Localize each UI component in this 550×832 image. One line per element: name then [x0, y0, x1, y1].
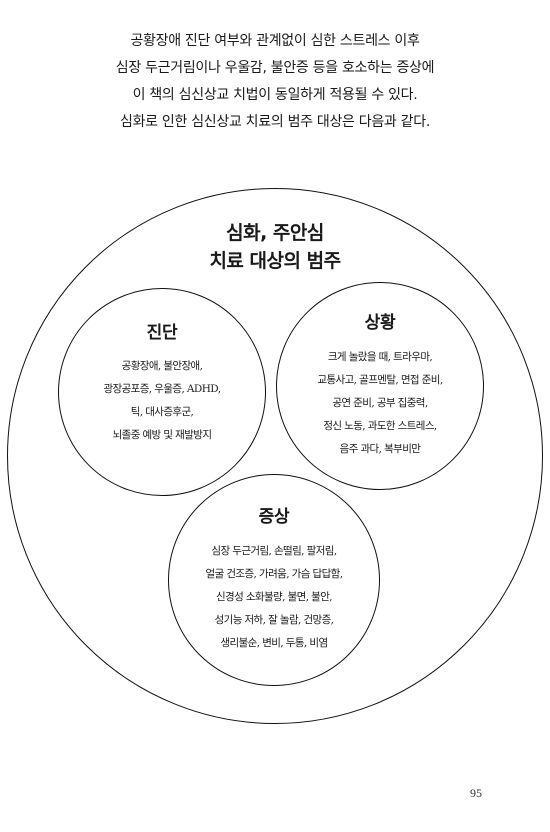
- situation-circle: [276, 282, 484, 490]
- diagnosis-item: 뇌졸중 예방 및 재발방지: [112, 429, 212, 441]
- situation-item: 공연 준비, 공부 집중력,: [332, 397, 428, 409]
- diagnosis-title: 진단: [146, 323, 178, 343]
- diagnosis-circle: [58, 288, 266, 496]
- symptom-title: 증상: [258, 507, 290, 527]
- symptom-item: 얼굴 건조증, 가려움, 가슴 답답함,: [205, 568, 344, 580]
- intro-line: 심장 두근거림이나 우울감, 불안증 등을 호소하는 증상에: [115, 60, 435, 76]
- symptom-item: 생리불순, 변비, 두통, 비염: [220, 637, 328, 649]
- symptom-items: 심장 두근거림, 손떨림, 팔저림, 얼굴 건조증, 가려움, 가슴 답답함, …: [168, 540, 380, 655]
- diagram-title-line1: 심화, 주안심: [226, 222, 324, 244]
- symptom-item: 심장 두근거림, 손떨림, 팔저림,: [211, 545, 337, 557]
- outer-circle: [7, 188, 543, 724]
- symptom-circle: [168, 474, 380, 686]
- situation-item: 음주 과다, 복부비만: [339, 443, 421, 455]
- intro-line: 이 책의 심신상교 치법이 동일하게 적용될 수 있다.: [132, 87, 418, 103]
- page-number: 95: [470, 786, 482, 800]
- intro-line: 공황장애 진단 여부와 관계없이 심한 스트레스 이후: [130, 33, 420, 49]
- intro-paragraph: 공황장애 진단 여부와 관계없이 심한 스트레스 이후 심장 두근거림이나 우울…: [0, 28, 550, 136]
- symptom-item: 성기능 저하, 잘 놀람, 건망증,: [214, 614, 334, 626]
- situation-item: 교통사고, 골프멘탈, 면접 준비,: [317, 374, 443, 386]
- diagram-title-line2: 치료 대상의 범주: [209, 250, 341, 272]
- situation-item: 정신 노동, 과도한 스트레스,: [323, 420, 437, 432]
- symptom-item: 신경성 소화불량, 불면, 불안,: [215, 591, 333, 603]
- intro-line: 심화로 인한 심신상교 치료의 범주 대상은 다음과 같다.: [120, 114, 430, 130]
- situation-title: 상황: [364, 313, 396, 333]
- diagnosis-item: 광장공포증, 우울증, ADHD,: [103, 383, 222, 395]
- situation-items: 크게 놀랐을 때, 트라우마, 교통사고, 골프멘탈, 면접 준비, 공연 준비…: [276, 346, 484, 461]
- situation-item: 크게 놀랐을 때, 트라우마,: [327, 351, 433, 363]
- diagnosis-item: 공황장애, 불안장애,: [121, 360, 203, 372]
- diagnosis-items: 공황장애, 불안장애, 광장공포증, 우울증, ADHD, 틱, 대사증후군, …: [58, 355, 266, 447]
- diagnosis-item: 틱, 대사증후군,: [130, 406, 194, 418]
